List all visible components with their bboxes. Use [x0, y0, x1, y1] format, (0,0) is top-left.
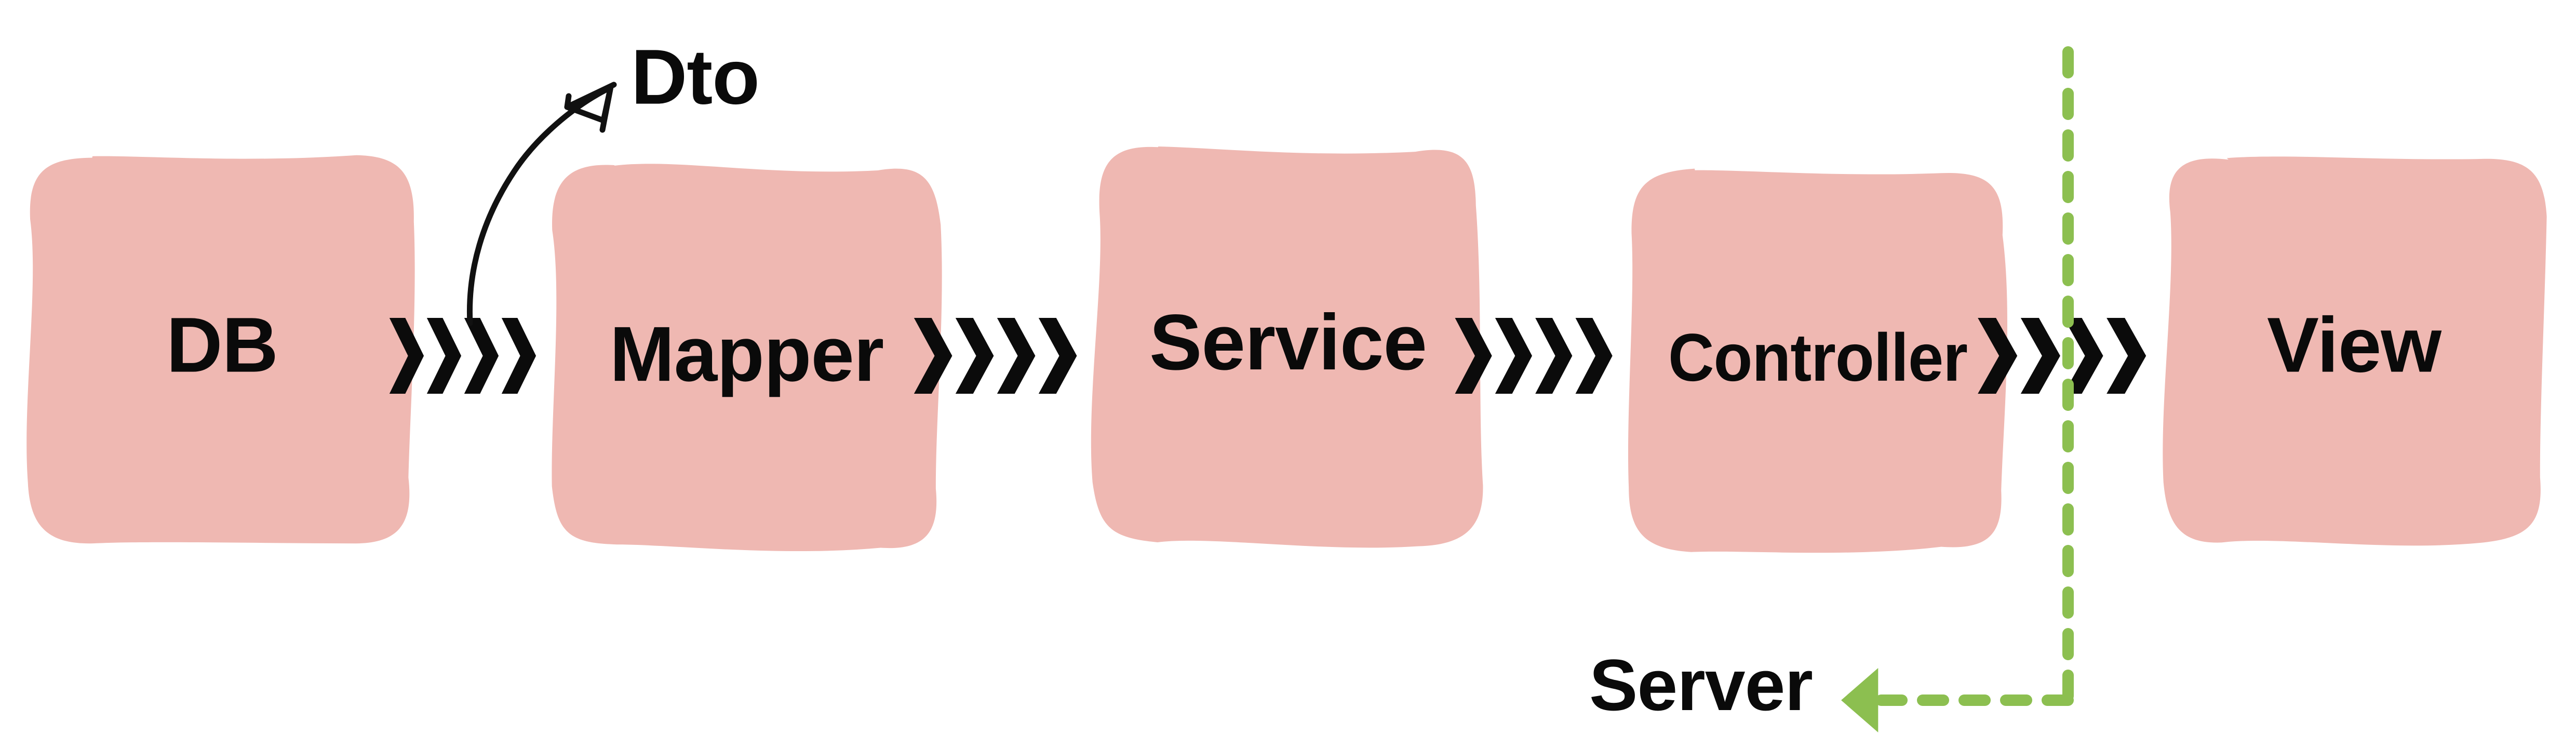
chevron-icon	[1978, 318, 2018, 394]
chevron-icon	[1535, 318, 1573, 394]
chevron-icon	[426, 318, 462, 394]
chevron-icon	[914, 318, 952, 394]
node-shape-controller[interactable]	[1628, 168, 2008, 553]
node-shape-view[interactable]	[2163, 156, 2547, 546]
chevron-icon	[1455, 318, 1492, 394]
node-label-mapper: Mapper	[610, 310, 883, 397]
annotation-label-server: Server	[1589, 644, 1813, 726]
node-label-controller: Controller	[1668, 319, 1967, 395]
node-label-view: View	[2267, 301, 2441, 389]
node-shape-service[interactable]	[1091, 146, 1483, 548]
node-box-controller[interactable]	[1628, 168, 2008, 553]
node-label-db: DB	[166, 301, 278, 389]
node-label-service: Service	[1149, 298, 1427, 386]
chevron-icon	[1575, 318, 1613, 394]
server-boundary-line	[1841, 46, 2074, 732]
node-box-service[interactable]	[1091, 146, 1483, 548]
chevron-icon	[1038, 318, 1077, 394]
node-shape-db[interactable]	[26, 155, 415, 544]
node-box-db[interactable]	[26, 155, 415, 544]
node-box-view[interactable]	[2163, 156, 2547, 546]
chevron-icon	[2063, 318, 2103, 394]
connector-service-to-controller	[1455, 318, 1613, 394]
server-boundary-arrowhead-icon	[1841, 668, 1879, 732]
node-shape-mapper[interactable]	[552, 164, 942, 552]
connector-db-to-mapper	[389, 318, 536, 394]
connector-mapper-to-service	[914, 318, 1077, 394]
annotation-label-dto: Dto	[631, 33, 759, 121]
chevron-icon	[389, 318, 424, 394]
chevron-icon	[2020, 318, 2060, 394]
chevron-icon	[464, 318, 499, 394]
chevron-icon	[501, 318, 536, 394]
chevron-icon	[997, 318, 1036, 394]
dto-callout-arrow	[466, 82, 617, 326]
chevron-icon	[955, 318, 994, 394]
connector-controller-to-view	[1978, 318, 2146, 394]
chevron-icon	[1495, 318, 1532, 394]
node-box-mapper[interactable]	[552, 164, 942, 552]
chevron-icon	[2107, 318, 2146, 394]
